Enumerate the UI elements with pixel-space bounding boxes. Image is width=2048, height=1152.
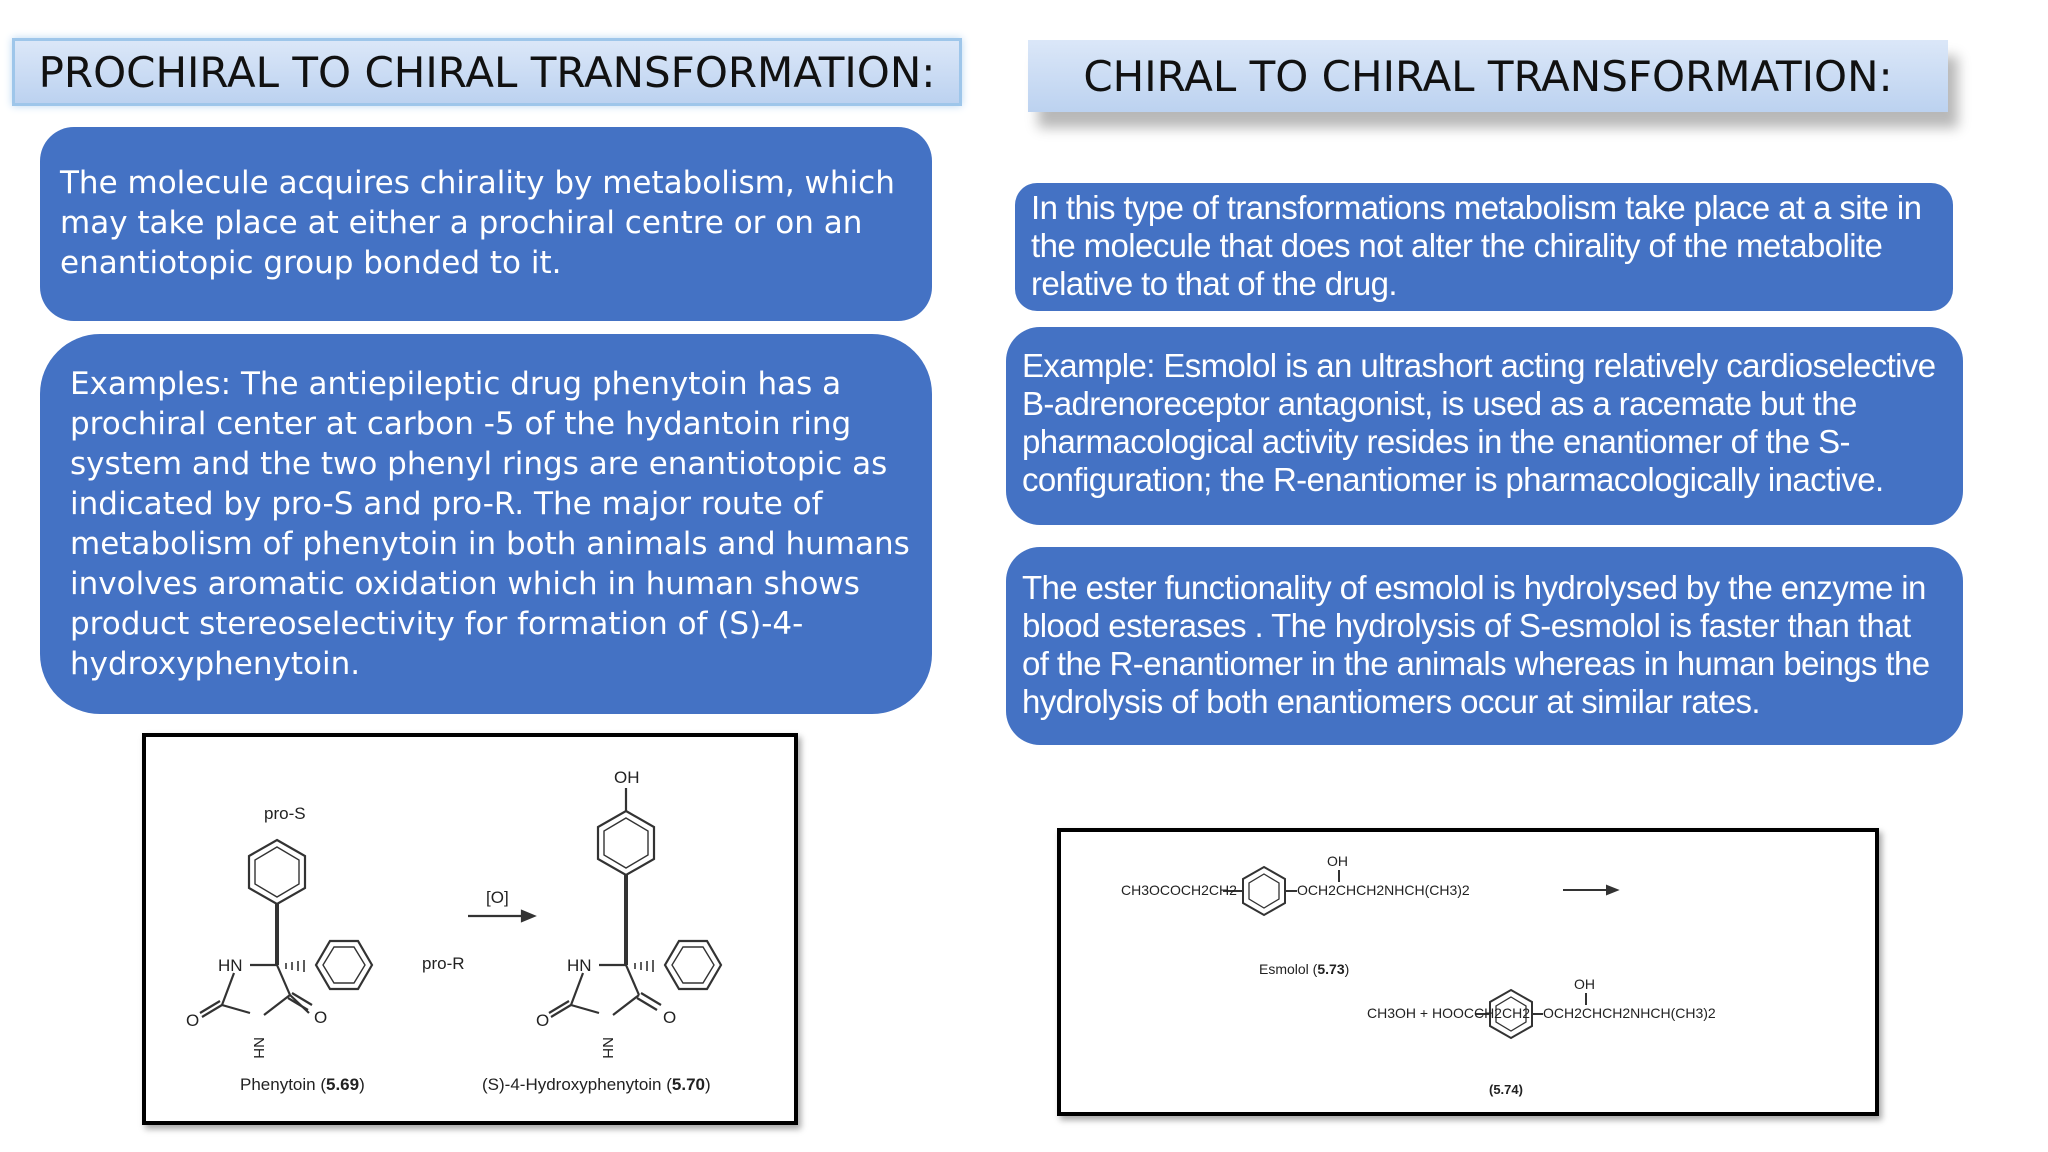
esmolol-scheme-drawing: CH3OCOCH2CH2 OCH2CHCH2NHCH(CH3)2 OH Esmo… (1121, 853, 1716, 1097)
hydroxyl-label: OH (614, 768, 640, 787)
esmolol-hydroxyl: OH (1327, 853, 1348, 869)
nh-label-1: NH (250, 1037, 267, 1059)
phenytoin-scheme-drawing: pro-S pro-R [O] OH HN HN O O O O NH NH P… (186, 768, 723, 1094)
phenytoin-caption: Phenytoin (5.69) (240, 1075, 365, 1094)
esmolol-caption: Esmolol (5.73) (1259, 961, 1349, 977)
phenytoin-example-text: Examples: The antiepileptic drug phenyto… (70, 366, 910, 682)
left-section-title: PROCHIRAL TO CHIRAL TRANSFORMATION: (12, 38, 962, 106)
esmolol-ester-group: CH3OCOCH2CH2 (1121, 882, 1237, 898)
oxygen-label-4: O (663, 1008, 676, 1027)
oxidation-label: [O] (486, 888, 509, 907)
phenytoin-metabolism-figure: pro-S pro-R [O] OH HN HN O O O O NH NH P… (142, 733, 798, 1125)
left-title-text: PROCHIRAL TO CHIRAL TRANSFORMATION: (38, 47, 936, 97)
esmolol-hydrolysis-text: The ester functionality of esmolol is hy… (1022, 569, 1930, 720)
prochiral-definition-text: The molecule acquires chirality by metab… (60, 165, 895, 281)
right-section-title: CHIRAL TO CHIRAL TRANSFORMATION: (1028, 40, 1948, 112)
chiral-definition-text: In this type of transformations metaboli… (1031, 189, 1922, 302)
oxygen-label-3: O (536, 1011, 549, 1030)
hydrolysis-products-left: CH3OH + HOOCCH2CH2 (1367, 1005, 1530, 1021)
hydroxyphenytoin-caption: (S)-4-Hydroxyphenytoin (5.70) (482, 1075, 711, 1094)
esmolol-example-card: Example: Esmolol is an ultrashort acting… (1006, 327, 1963, 525)
esmolol-hydrolysis-figure: CH3OCOCH2CH2 OCH2CHCH2NHCH(CH3)2 OH Esmo… (1057, 828, 1879, 1116)
product-compound-number: (5.74) (1489, 1082, 1523, 1097)
chiral-definition-card: In this type of transformations metaboli… (1015, 183, 1953, 311)
pro-s-label: pro-S (264, 804, 306, 823)
esmolol-example-text: Example: Esmolol is an ultrashort acting… (1022, 347, 1936, 498)
product-side-chain: OCH2CHCH2NHCH(CH3)2 (1543, 1005, 1716, 1021)
hn-label-1: HN (218, 956, 243, 975)
product-hydroxyl: OH (1574, 976, 1595, 992)
pro-r-label: pro-R (422, 954, 465, 973)
nh-label-2: NH (599, 1037, 616, 1059)
hn-label-2: HN (567, 956, 592, 975)
right-title-text: CHIRAL TO CHIRAL TRANSFORMATION: (1083, 51, 1893, 101)
oxygen-label-1: O (186, 1011, 199, 1030)
esmolol-hydrolysis-card: The ester functionality of esmolol is hy… (1006, 547, 1963, 745)
phenytoin-example-card: Examples: The antiepileptic drug phenyto… (40, 334, 932, 714)
oxygen-label-2: O (314, 1008, 327, 1027)
esmolol-side-chain: OCH2CHCH2NHCH(CH3)2 (1297, 882, 1470, 898)
prochiral-definition-card: The molecule acquires chirality by metab… (40, 127, 932, 321)
